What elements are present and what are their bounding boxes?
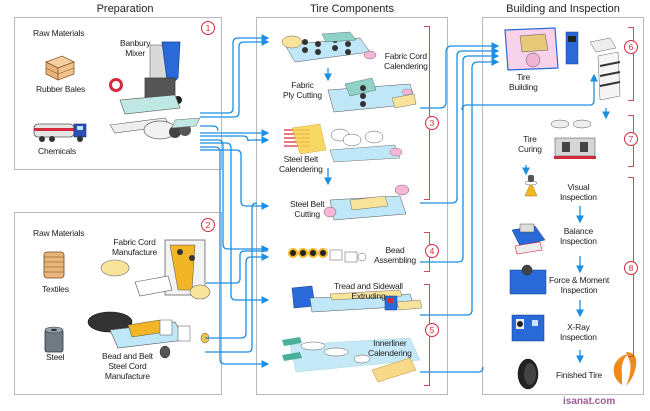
label-visual-inspection: Visual Inspection — [560, 182, 597, 202]
label-ba-line2: Assembling — [374, 255, 416, 265]
flow-lines — [200, 34, 610, 373]
steel-coil-icon — [44, 326, 64, 353]
label-bbsc-line1: Bead and Belt — [102, 351, 153, 361]
tire-curing-press-icon — [550, 119, 596, 159]
label-fpc-line1: Fabric — [291, 80, 314, 90]
finished-tire-icon — [517, 358, 539, 390]
label-fcc-line2: Calendering — [384, 61, 428, 71]
isanat-logo-icon — [613, 352, 637, 386]
label-chemicals: Chemicals — [38, 146, 76, 156]
bead-assembling-icon — [288, 248, 367, 263]
label-steel: Steel — [46, 352, 65, 362]
stage-marker-4: 4 — [425, 244, 439, 258]
label-innerliner-calendering: Innerliner Calendering — [368, 338, 412, 358]
label-ts-line1: Tread and Sidewall — [334, 281, 403, 291]
label-fcc-line1: Fabric Cord — [384, 51, 427, 61]
label-tc-line2: Curing — [518, 144, 542, 154]
panel-preparation-1 — [14, 17, 222, 170]
label-sbcut-line1: Steel Belt — [290, 199, 325, 209]
label-ts-line2: Extruding — [351, 291, 386, 301]
label-steel-belt-cutting: Steel Belt Cutting — [290, 199, 325, 219]
innerliner-calendering-icon — [282, 337, 421, 383]
tire-building-machine-icon — [504, 27, 621, 101]
label-tb-line1: Tire — [516, 72, 531, 82]
brand-text: isanat.com — [563, 396, 616, 407]
textiles-spool-icon — [43, 251, 65, 279]
banbury-mixer-icon — [109, 41, 201, 140]
label-fpc-line2: Ply Cutting — [283, 90, 322, 100]
label-banbury-line1: Banbury — [120, 38, 151, 48]
stage-marker-5: 5 — [425, 323, 439, 337]
fabric-ply-cutting-icon — [327, 77, 417, 113]
column-title-building-inspection: Building and Inspection — [506, 3, 620, 15]
stage-marker-6: 6 — [624, 40, 638, 54]
label-fcm-line2: Manufacture — [112, 247, 158, 257]
rubber-bales-icon — [45, 55, 75, 81]
label-tire-curing: Tire Curing — [518, 134, 542, 154]
steel-belt-cutting-icon — [323, 184, 410, 221]
label-bi-line1: Balance — [563, 226, 594, 236]
label-ba-line1: Bead — [385, 245, 405, 255]
stage-marker-7: 7 — [624, 132, 638, 146]
stage-marker-3: 3 — [425, 116, 439, 130]
fabric-cord-machine-icon — [100, 239, 211, 300]
label-fm-line2: Inspection — [560, 285, 598, 295]
label-force-moment: Force & Moment Inspection — [549, 275, 609, 295]
column-title-preparation: Preparation — [96, 3, 154, 15]
fabric-cord-calendering-icon — [281, 31, 377, 63]
steel-cord-machine-icon — [87, 311, 210, 359]
visual-inspection-icon — [524, 175, 538, 197]
stage-bracket-6 — [628, 27, 634, 101]
label-sbc-line2: Calendering — [279, 164, 323, 174]
label-ic-line1: Innerliner — [373, 338, 407, 348]
label-tb-line2: Building — [509, 82, 538, 92]
label-raw-materials-2: Raw Materials — [33, 228, 85, 238]
label-bbsc-line2: Steel Cord — [108, 361, 147, 371]
column-title-tire-components: Tire Components — [310, 3, 394, 15]
stage-marker-1: 1 — [201, 21, 215, 35]
label-textiles: Textiles — [42, 284, 69, 294]
label-banbury-mixer: Banbury Mixer — [120, 38, 150, 58]
stage-marker-2: 2 — [201, 218, 215, 232]
label-fabric-ply-cutting: Fabric Ply Cutting — [283, 80, 322, 100]
label-balance-inspection: Balance Inspection — [560, 226, 597, 246]
label-steel-belt-calendering: Steel Belt Calendering — [279, 154, 323, 174]
stage-marker-8: 8 — [624, 261, 638, 275]
label-sbc-line1: Steel Belt — [283, 154, 319, 164]
label-fabric-cord-manufacture: Fabric Cord Manufacture — [112, 237, 157, 257]
label-finished-tire: Finished Tire — [556, 370, 603, 380]
steel-belt-calendering-icon — [284, 123, 403, 163]
label-vi-line2: Inspection — [560, 192, 597, 202]
label-raw-materials-1: Raw Materials — [33, 28, 85, 38]
label-bbsc-line3: Manufacture — [104, 371, 150, 381]
label-xr-line2: Inspection — [560, 332, 597, 342]
label-fabric-cord-calendering: Fabric Cord Calendering — [384, 51, 428, 71]
chemicals-truck-icon — [33, 123, 87, 142]
label-tc-line1: Tire — [523, 134, 537, 144]
label-bead-belt-steel-cord: Bead and Belt Steel Cord Manufacture — [102, 351, 153, 381]
label-sbcut-line2: Cutting — [294, 209, 320, 219]
stage-bracket-3 — [424, 26, 430, 200]
xray-inspection-icon — [511, 314, 545, 342]
label-bead-assembling: Bead Assembling — [374, 245, 416, 265]
label-fm-line1: Force & Moment — [549, 275, 610, 285]
label-vi-line1: Visual — [567, 182, 590, 192]
label-rubber-bales: Rubber Bales — [36, 84, 86, 94]
label-xr-line1: X-Ray — [567, 322, 590, 332]
label-tire-building: Tire Building — [509, 72, 538, 92]
label-tread-sidewall: Tread and Sidewall Extruding — [334, 281, 403, 301]
label-xray-inspection: X-Ray Inspection — [560, 322, 597, 342]
label-fcm-line1: Fabric Cord — [113, 237, 156, 247]
label-ic-line2: Calendering — [368, 348, 412, 358]
balance-inspection-icon — [511, 223, 546, 255]
tread-sidewall-extruding-icon — [291, 285, 423, 313]
label-banbury-line2: Mixer — [125, 48, 146, 58]
force-moment-inspection-icon — [509, 264, 547, 295]
label-bi-line2: Inspection — [560, 236, 597, 246]
